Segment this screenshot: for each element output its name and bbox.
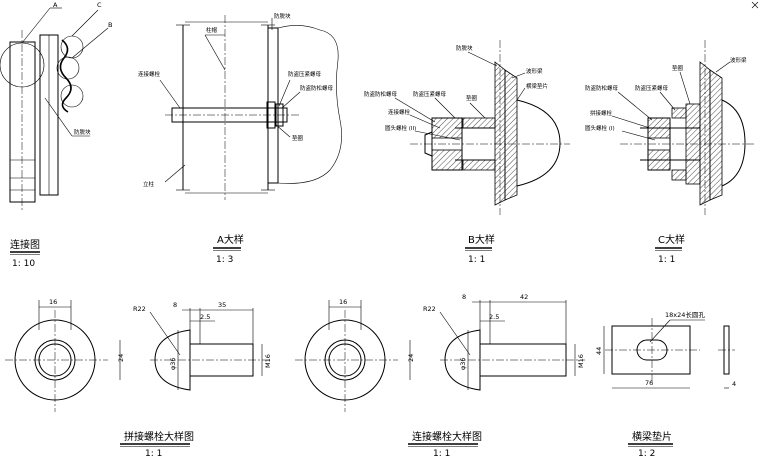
connection-scale: 1: 10 bbox=[12, 259, 35, 269]
washer-b-label: 垫圈 bbox=[466, 94, 478, 102]
splice-bolt-title: 拼接螺栓大样图 bbox=[124, 430, 194, 443]
splice-bolt-scale: 1: 1 bbox=[145, 449, 162, 457]
beam-b-label: 波形梁 bbox=[526, 67, 543, 75]
pad-slot-label: 18x24长圆孔 bbox=[665, 310, 705, 319]
connection-view: A C B 防脱块 连接图 1: 10 bbox=[0, 1, 112, 269]
beam-c-label: 波形梁 bbox=[730, 56, 747, 64]
callout-circle-b bbox=[56, 56, 80, 80]
pad-dim-76: 76 bbox=[645, 379, 653, 387]
detail-a-view: 柱帽 连接螺栓 立柱 防脱块 防盗压紧螺母 防盗防松螺母 垫圈 A大样 1: 3 bbox=[138, 12, 342, 265]
pad-view: 18x24长圆孔 44 76 4 横梁垫片 1: 2 bbox=[595, 310, 736, 457]
pad-dim-44: 44 bbox=[595, 347, 603, 355]
pressure-nut-c-label: 防盗压紧螺母 bbox=[635, 84, 669, 92]
detail-b-scale: 1: 1 bbox=[468, 255, 485, 265]
detail-a-scale: 1: 3 bbox=[216, 255, 233, 265]
connect-dim-m16: M16 bbox=[577, 354, 585, 368]
connect-bolt-scale: 1: 1 bbox=[433, 449, 450, 457]
connect-dim-r22: R22 bbox=[423, 305, 436, 313]
splice-dim-24: 24 bbox=[117, 354, 125, 362]
connect-dim-8: 8 bbox=[462, 293, 466, 301]
splice-dim-2-5: 2.5 bbox=[200, 313, 210, 321]
block-label: 防脱块 bbox=[74, 128, 91, 136]
callout-c-label: C bbox=[97, 1, 102, 9]
pressure-nut-label: 防盗压紧螺母 bbox=[288, 70, 322, 78]
detail-c-scale: 1: 1 bbox=[658, 255, 675, 265]
splice-dim-8: 8 bbox=[173, 301, 177, 309]
detail-c-title: C大样 bbox=[658, 233, 685, 246]
splice-bolt-view: 16 24 8 35 2.5 R22 φ36 M16 拼接螺栓大样图 1: 1 bbox=[5, 298, 272, 457]
pad-dim-4: 4 bbox=[732, 380, 736, 388]
connection-title: 连接图 bbox=[10, 238, 40, 251]
splice-dim-35: 35 bbox=[218, 301, 226, 309]
close-icon bbox=[751, 1, 759, 9]
connect-bolt-view: 16 24 8 42 2.5 R22 φ36 M16 连接螺栓大样图 1: 1 bbox=[295, 293, 585, 457]
pressure-nut-b-label: 防盗压紧螺母 bbox=[413, 90, 447, 98]
detail-a-title: A大样 bbox=[217, 233, 244, 246]
callout-b-label: B bbox=[108, 21, 112, 29]
pad-b-label: 横梁垫片 bbox=[526, 82, 548, 90]
splice-dim-16: 16 bbox=[49, 298, 57, 306]
washer-a-label: 垫圈 bbox=[292, 134, 304, 142]
block-a-label: 防脱块 bbox=[274, 12, 291, 20]
detail-b-title: B大样 bbox=[468, 233, 495, 246]
anti-nut-c-label: 防盗防松螺母 bbox=[585, 84, 619, 92]
detail-b-view: 防脱块 波形梁 防盗防松螺母 防盗压紧螺母 横梁垫片 垫圈 连接螺栓 圆头螺栓 … bbox=[364, 40, 570, 265]
washer-c-label: 垫圈 bbox=[672, 64, 684, 72]
anti-nut-label: 防盗防松螺母 bbox=[300, 84, 334, 92]
pillar-top-label: 柱帽 bbox=[206, 26, 218, 34]
splice-dim-m16: M16 bbox=[264, 354, 272, 368]
bolt-b-label: 连接螺栓 bbox=[388, 108, 411, 116]
splice-bolt-c-label: 拼接螺栓 bbox=[590, 109, 613, 117]
connect-dim-42: 42 bbox=[520, 293, 528, 301]
pad-scale: 1: 2 bbox=[638, 449, 655, 457]
splice-dim-r22: R22 bbox=[133, 305, 146, 313]
detail-c-view: 波形梁 垫圈 防盗防松螺母 防盗压紧螺母 拼接螺栓 圆头螺栓 (I) C大样 1… bbox=[585, 40, 755, 265]
bolt-head-b-label: 圆头螺栓 (II) bbox=[385, 124, 416, 132]
bolt-head-c-label: 圆头螺栓 (I) bbox=[585, 124, 615, 132]
connect-dim-24: 24 bbox=[407, 354, 415, 362]
splice-dim-phi36: φ36 bbox=[169, 357, 177, 370]
connect-dim-16: 16 bbox=[339, 298, 347, 306]
block-b-label: 防脱块 bbox=[456, 44, 473, 52]
callout-a-label: A bbox=[53, 1, 58, 9]
connect-dim-2-5: 2.5 bbox=[489, 313, 499, 321]
connect-dim-phi36: φ36 bbox=[459, 357, 467, 370]
column-label: 立柱 bbox=[143, 180, 155, 188]
callout-circle-c bbox=[60, 35, 84, 59]
connect-bolt-title: 连接螺栓大样图 bbox=[412, 430, 482, 443]
anti-nut-b-label: 防盗防松螺母 bbox=[364, 90, 398, 98]
pad-title: 横梁垫片 bbox=[632, 430, 672, 443]
bolt-label: 连接螺栓 bbox=[138, 70, 161, 78]
